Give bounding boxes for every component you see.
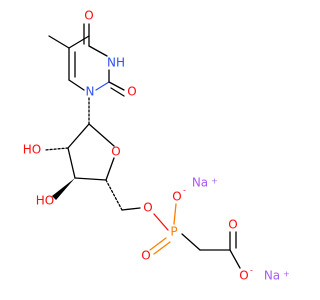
bond-c2-o bbox=[108, 81, 125, 91]
atom-o-carbonyl: O bbox=[127, 85, 136, 99]
atom-n1: N bbox=[86, 85, 95, 99]
atom-labels: O NH N O HO HO O O P O - O O O - bbox=[23, 9, 253, 283]
atom-ho-2: HO bbox=[36, 194, 54, 208]
bond-o4-c1 bbox=[88, 123, 115, 147]
bond-c2-oh bbox=[44, 147, 69, 151]
atom-nh: NH bbox=[107, 56, 125, 70]
bond-c2-c3 bbox=[67, 147, 76, 179]
bond-c5-o5 bbox=[121, 207, 141, 211]
bond-c4-o4 bbox=[105, 157, 115, 181]
bond-n1-c2 bbox=[95, 81, 110, 91]
bond-cacid-ominus bbox=[229, 249, 241, 269]
ribose-ring bbox=[44, 97, 141, 211]
charge-o-acid: - bbox=[250, 266, 253, 275]
atom-o-ring: O bbox=[111, 145, 120, 159]
bond-c4-c5 bbox=[105, 179, 123, 211]
bond-c2-o-inner bbox=[110, 87, 125, 97]
bond-p-o-double-inner bbox=[153, 241, 171, 255]
bond-p-ominus bbox=[173, 203, 177, 225]
atom-o-phos-double: O bbox=[141, 249, 150, 263]
atom-o-acid-top: O bbox=[228, 218, 237, 232]
atom-ho-1: HO bbox=[23, 143, 41, 157]
counterions: Na + Na + bbox=[192, 176, 290, 283]
atom-o-phos-minus: O bbox=[172, 190, 181, 204]
bond-c6-n1 bbox=[68, 79, 85, 91]
bond-o5-p bbox=[153, 213, 169, 231]
atom-o-top: O bbox=[84, 9, 93, 23]
sodium-ion-2: Na bbox=[264, 269, 280, 283]
sodium-charge-1: + bbox=[211, 177, 218, 186]
bond-p-o-double bbox=[149, 237, 167, 251]
bond-c1-c2 bbox=[67, 123, 90, 149]
structure-drawing: O NH N O HO HO O O P O - O O O - Na + Na… bbox=[23, 9, 290, 283]
wedge-c3-oh bbox=[52, 178, 75, 200]
bond-n3-c4 bbox=[88, 45, 108, 57]
bond-c3-c4 bbox=[74, 177, 107, 181]
molecule-canvas: O NH N O HO HO O O P O - O O O - Na + Na… bbox=[23, 9, 290, 283]
sodium-charge-2: + bbox=[283, 270, 290, 279]
atom-p: P bbox=[170, 225, 177, 239]
phosphonate-group bbox=[149, 203, 241, 269]
sodium-ion-1: Na bbox=[192, 176, 208, 190]
bond-p-ch2 bbox=[181, 233, 201, 251]
charge-o-phos: - bbox=[183, 186, 186, 195]
atom-o-acid-minus: O bbox=[239, 269, 248, 283]
bond-c5-methyl bbox=[48, 35, 70, 49]
pyrimidine-ring bbox=[48, 23, 125, 97]
bond-c4-c5 bbox=[68, 35, 90, 49]
atom-o-ester: O bbox=[143, 201, 152, 215]
